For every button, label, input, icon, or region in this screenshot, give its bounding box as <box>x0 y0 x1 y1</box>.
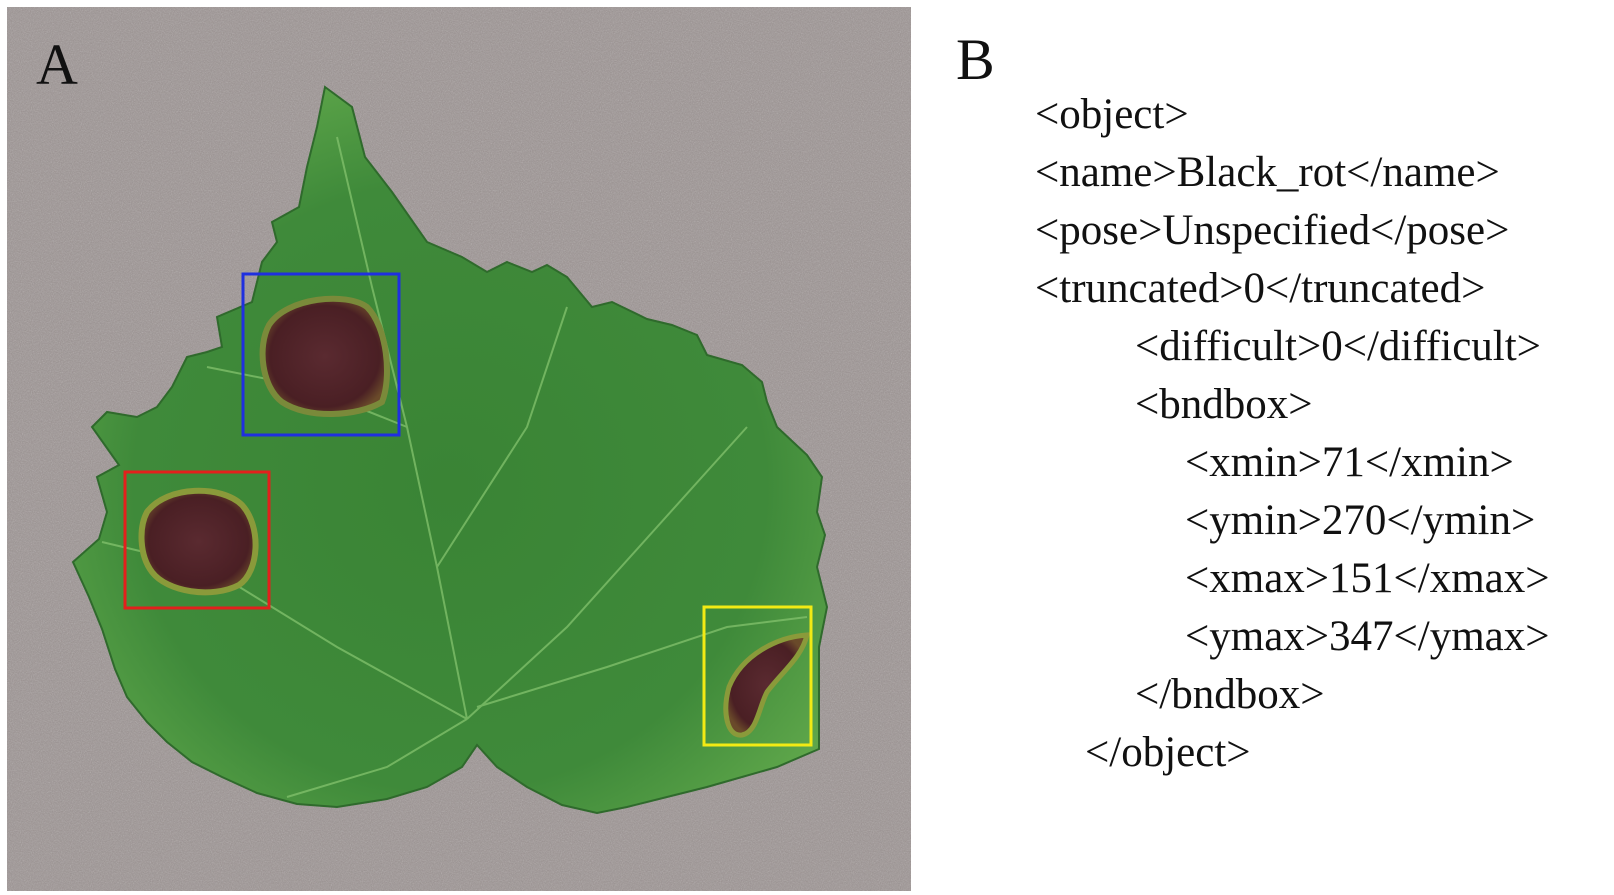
panel-label-b: B <box>956 27 995 92</box>
xml-line-difficult: <difficult>0</difficult> <box>1135 323 1541 370</box>
vein-bottom <box>286 718 468 798</box>
xml-line-bndbox-open: <bndbox> <box>1135 381 1313 428</box>
xml-line-truncated: <truncated>0</truncated> <box>1035 265 1486 312</box>
xml-line-ymin: <ymin>270</ymin> <box>1185 497 1536 544</box>
leaf-photo <box>7 7 911 891</box>
xml-line-xmax: <xmax>151</xmax> <box>1185 555 1550 602</box>
panel-label-a: A <box>36 32 78 97</box>
lesion-right <box>723 632 811 738</box>
xml-line-object-open: <object> <box>1035 91 1189 138</box>
leaf-veins <box>101 136 808 798</box>
bounding-box-red <box>123 470 271 610</box>
lesion-upper <box>259 295 390 417</box>
bounding-box-yellow <box>702 605 813 747</box>
bounding-box-blue <box>241 272 401 437</box>
vein-right-upper <box>436 306 568 568</box>
vein-right <box>466 426 748 720</box>
leaf-blade <box>71 85 829 815</box>
xml-line-ymax: <ymax>347</ymax> <box>1185 613 1550 660</box>
lesions <box>138 295 811 738</box>
xml-line-name: <name>Black_rot</name> <box>1035 149 1500 196</box>
xml-line-bndbox-close: </bndbox> <box>1135 671 1325 718</box>
xml-line-pose: <pose>Unspecified</pose> <box>1035 207 1510 254</box>
leaf-photo-panel <box>7 7 911 891</box>
lesion-left <box>138 487 259 596</box>
xml-line-xmin: <xmin>71</xmin> <box>1185 439 1514 486</box>
vein-right-lower <box>476 616 808 708</box>
xml-line-object-close: </object> <box>1085 729 1251 776</box>
